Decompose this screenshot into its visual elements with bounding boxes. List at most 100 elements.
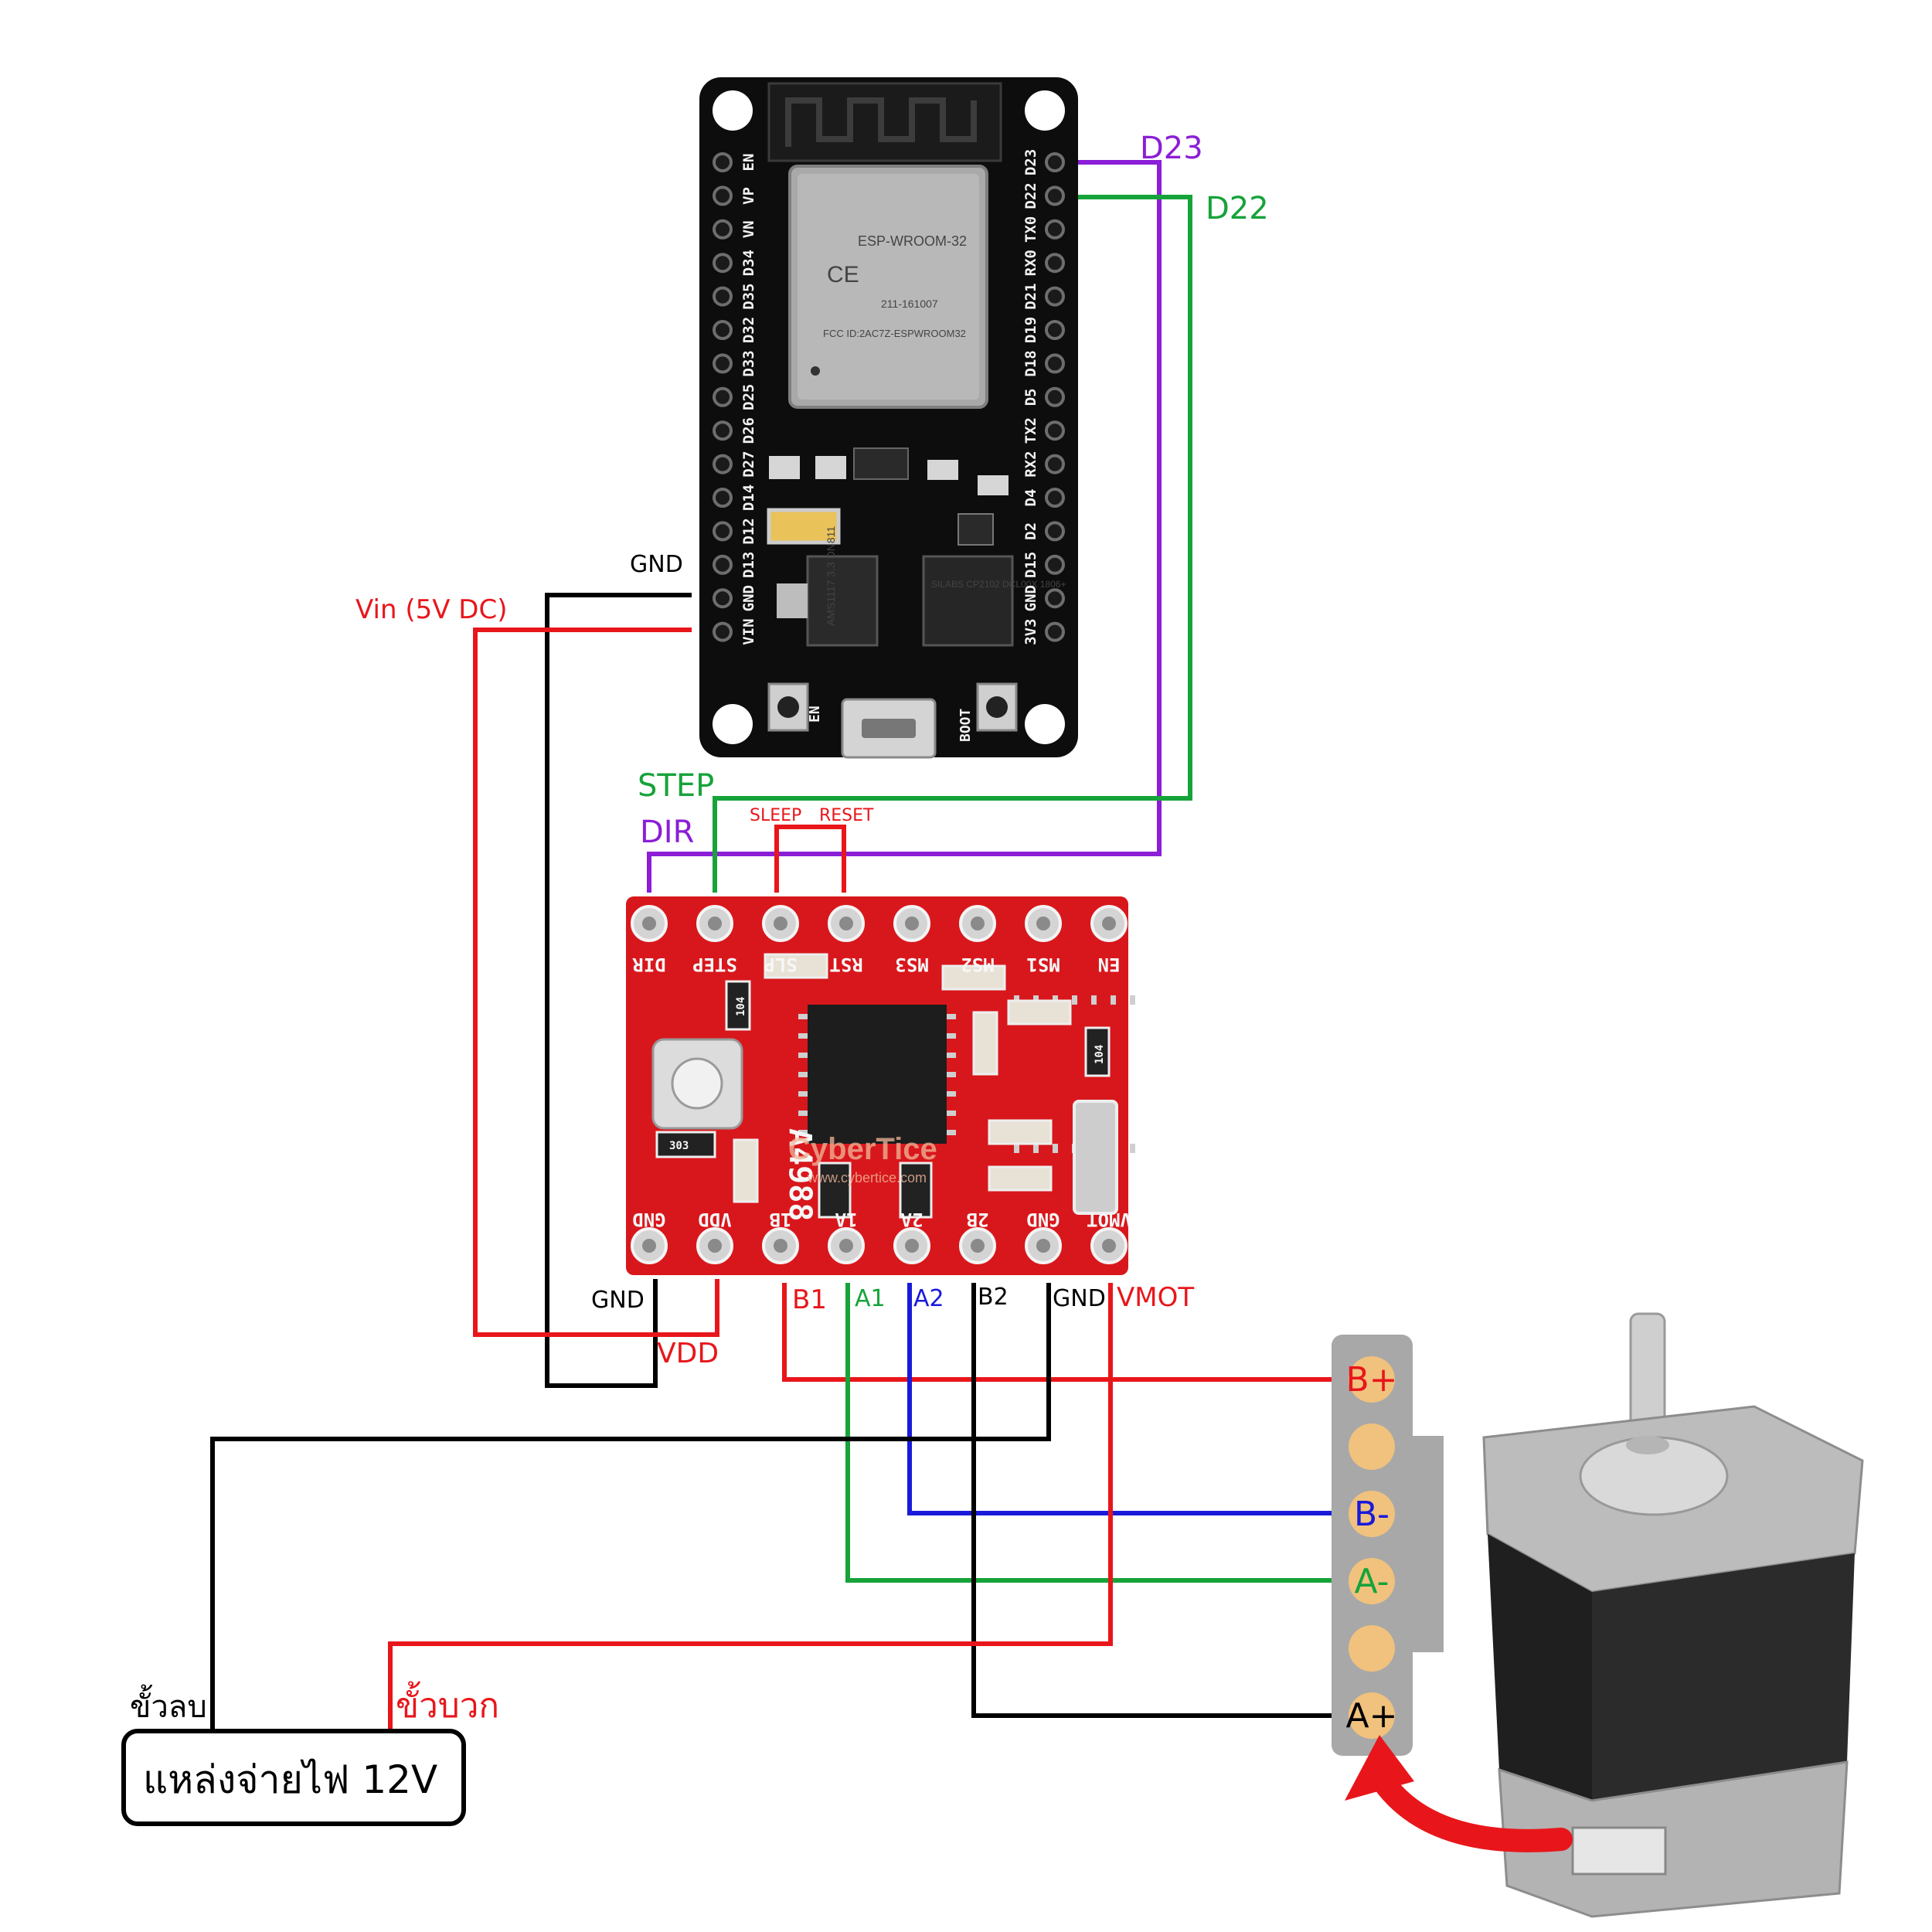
pin-hole [1036,1239,1050,1253]
shaft-base [1626,1436,1669,1454]
label-d22: D22 [1206,191,1269,226]
fcc-id: FCC ID:2AC7Z-ESPWROOM32 [823,328,966,339]
connector-pin-unused[interactable] [1349,1625,1395,1672]
smd-cap [764,953,828,979]
chip-leg [798,1091,808,1097]
usb-uart-chip [922,555,1014,647]
esp32-pin-label: D23 [1022,149,1039,175]
chip-leg [947,1091,956,1097]
esp32-pin-d18[interactable] [1045,353,1065,374]
esp32-pin-label: D12 [740,518,757,544]
chip-leg [947,1014,956,1019]
res1-label: 104 [735,997,747,1016]
esp32-pin-vp[interactable] [713,185,733,206]
esp32-pin-d13[interactable] [713,554,733,575]
mounting-hole [713,704,753,744]
module-name: ESP-WROOM-32 [858,233,967,249]
watermark-brand: CyberTice [788,1132,937,1166]
connector-pins: B+B-A-A+ [1345,1356,1398,1739]
a4988-pin-label: MS2 [961,954,994,975]
esp32-pin-d2[interactable] [1045,521,1065,542]
resistor-104-right [1084,1026,1111,1077]
esp32-pin-3v3[interactable] [1045,621,1065,642]
esp32-pin-label: RX2 [1022,451,1039,477]
esp32-pin-d5[interactable] [1045,386,1065,407]
chip-leg [1072,995,1077,1005]
smd-cap [988,1119,1053,1145]
esp32-pin-en[interactable] [713,152,733,172]
pin-hole [642,917,656,930]
chip-leg [1053,1144,1058,1153]
esp32-pin-tx2[interactable] [1045,420,1065,441]
stepper-motor [1482,1312,1864,1918]
esp32-pin-tx0[interactable] [1045,219,1065,240]
connector-pin-aminus[interactable] [1349,1558,1395,1604]
label-a1: A1 [855,1285,886,1312]
wire-vin-vdd [473,628,719,1337]
chip-leg [947,1033,956,1039]
esp32-pin-d15[interactable] [1045,554,1065,575]
esp32-pin-label: VP [740,187,757,205]
chip-leg [798,1072,808,1077]
watermark-url: www.cybertice.com [807,1170,927,1185]
esp32-pin-d12[interactable] [713,521,733,542]
motor-connector: B+B-A-A+ [1332,1335,1444,1756]
pin-hole [905,1239,919,1253]
esp32-pin-d35[interactable] [713,286,733,307]
wire-vmot-psu [388,1283,1113,1731]
esp32-pin-d4[interactable] [1045,488,1065,508]
esp32-pin-d22[interactable] [1045,185,1065,206]
esp32-pin-d26[interactable] [713,420,733,441]
connector-pin-unused[interactable] [1349,1423,1395,1470]
esp32-pin-vin[interactable] [713,621,733,642]
smd-component [853,447,909,480]
connector-pin-bplus[interactable] [1349,1356,1395,1403]
esp32-pin-d21[interactable] [1045,286,1065,307]
esp32-pin-d34[interactable] [713,253,733,274]
esp32-pin-label: D18 [1022,350,1039,376]
psu-label: แหล่งจ่ายไฟ 12V [143,1757,437,1802]
potentiometer-knob [671,1057,723,1110]
esp32-pin-label: EN [740,154,757,172]
esp32-pin-label: D15 [1022,552,1039,578]
smd-cap [1007,999,1072,1026]
label-d23: D23 [1140,131,1203,166]
esp32-pin-d14[interactable] [713,488,733,508]
esp32-pin-label: D13 [740,552,757,578]
connector-pin-aplus[interactable] [1349,1692,1395,1739]
resistor-104-left [725,980,751,1031]
pin-hole [642,1239,656,1253]
esp32-pin-rx2[interactable] [1045,454,1065,474]
esp32-pin-gnd[interactable] [1045,588,1065,609]
electrolytic-cap [1073,1100,1118,1215]
esp32-pin-label: GND [740,585,757,611]
label-b2: B2 [978,1284,1009,1311]
esp32-pin-d23[interactable] [1045,152,1065,172]
smd-cap [972,1011,998,1076]
esp32-right-header: D23D22TX0RX0D21D19D18D5TX2RX2D4D2D15GND3… [1022,149,1065,645]
esp32-pin-d27[interactable] [713,454,733,474]
pin-hole [971,1239,985,1253]
label-reset: RESET [819,806,874,825]
esp32-pin-d32[interactable] [713,320,733,340]
chip-leg [947,1072,956,1077]
connector-pin-label: A+ [1346,1696,1398,1736]
esp32-pin-label: D27 [740,451,757,477]
a4988-pin-label: SLP [764,954,797,975]
esp32-pin-vn[interactable] [713,219,733,240]
esp32-pin-d19[interactable] [1045,320,1065,340]
mounting-hole [1025,90,1065,131]
esp32-pin-rx0[interactable] [1045,253,1065,274]
esp32-pin-d33[interactable] [713,353,733,374]
wire-d23-dir [647,160,1162,893]
esp32-pin-d25[interactable] [713,386,733,407]
connector-pin-bminus[interactable] [1349,1491,1395,1537]
esp32-pin-gnd[interactable] [713,588,733,609]
antenna-area [767,82,1002,162]
en-button[interactable] [767,682,809,732]
wire-sleep-reset-jumper [774,825,846,893]
esp32-pin-label: D19 [1022,317,1039,343]
regulator-tab [777,583,808,618]
